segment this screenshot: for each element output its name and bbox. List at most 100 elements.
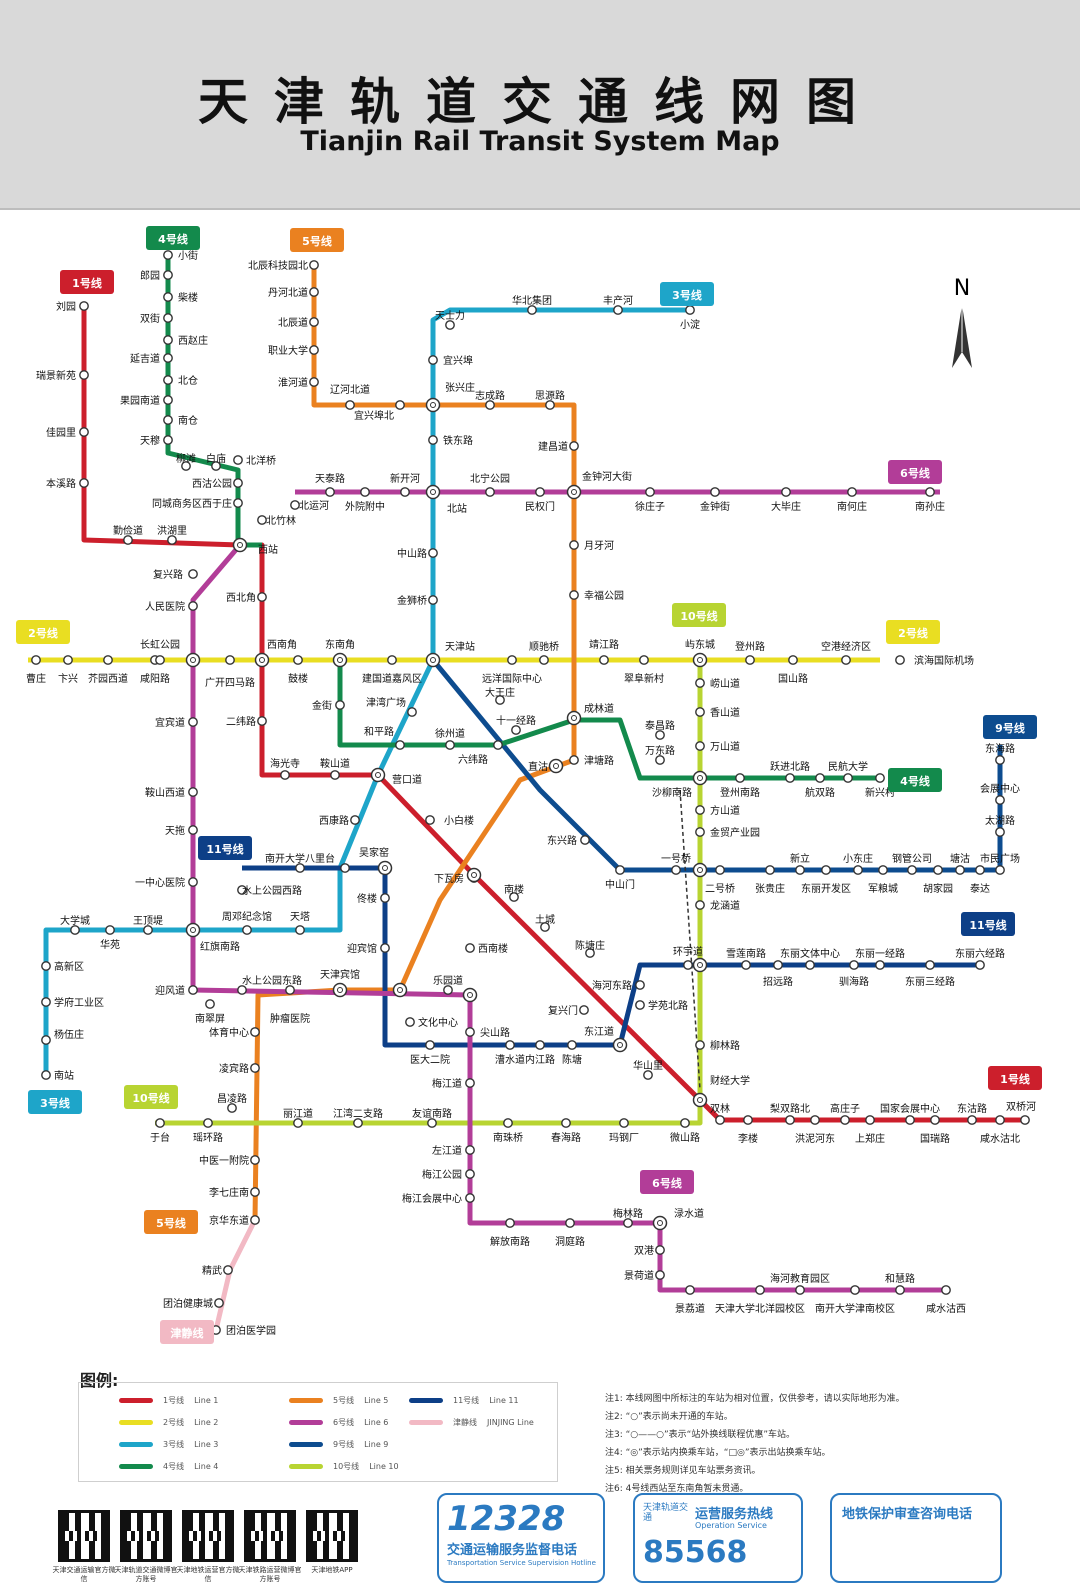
legend-label-en: Line 1 (194, 1396, 219, 1405)
station-marker (181, 461, 191, 471)
hotline-number: 85568 (643, 1535, 748, 1570)
station-label: 玛钢厂 (609, 1131, 639, 1144)
qr-code-icon[interactable] (244, 1510, 296, 1562)
station-label: 学苑北路 (648, 999, 688, 1012)
station-label: 金贸产业园 (710, 826, 760, 839)
interchange-marker (430, 402, 436, 408)
station-marker (290, 500, 300, 510)
station-marker (745, 655, 755, 665)
station-marker (428, 595, 438, 605)
line-badge (886, 620, 940, 644)
station-marker (930, 1115, 940, 1125)
station-marker (821, 865, 831, 875)
station-label: 迎风道 (155, 984, 185, 997)
station-label: 西赵庄 (178, 334, 208, 347)
station-label: 国家会展中心 (880, 1102, 940, 1115)
station-marker (309, 260, 319, 270)
station-label: 南开大学八里台 (265, 852, 335, 865)
line-badge-label: 11号线 (206, 842, 243, 856)
station-label: 招远路 (763, 975, 793, 988)
station-marker (878, 865, 888, 875)
interchange-marker (697, 775, 703, 781)
station-label: 军粮城 (868, 882, 898, 895)
station-marker (155, 1118, 165, 1128)
station-label: 佟楼 (357, 892, 377, 905)
station-label: 远洋国际中心 (482, 672, 542, 685)
line-10-route (155, 660, 703, 1126)
qr-code-icon[interactable] (306, 1510, 358, 1562)
station-label: 万山道 (710, 740, 740, 753)
station-marker (805, 960, 815, 970)
station-label: 凌宾路 (219, 1062, 249, 1075)
station-marker (875, 773, 885, 783)
notes: 注1: 本线网图中所标注的车站为相对位置，仅供参考，请以实际地形为准。 注2: … (605, 1390, 905, 1498)
station-label: 洪泥河东 (795, 1132, 835, 1145)
station-label: 曹庄 (26, 672, 46, 685)
station-label: 崂山道 (710, 677, 740, 690)
interchange-marker (657, 1220, 663, 1226)
station-marker (293, 655, 303, 665)
station-marker (280, 770, 290, 780)
line-badge (28, 1090, 82, 1114)
legend-label: 6号线 (333, 1418, 355, 1427)
line-badge-label: 5号线 (302, 234, 332, 248)
station-marker (635, 1000, 645, 1010)
station-label: 小东庄 (843, 852, 873, 865)
station-label: 北辰道 (278, 316, 308, 329)
station-label: 月牙河 (584, 540, 614, 552)
station-label: 人民医院 (145, 600, 185, 613)
station-label: 金钟河大街 (582, 470, 632, 483)
station-marker (250, 1027, 260, 1037)
station-label: 一号桥 (661, 853, 691, 865)
station-label: 南楼 (504, 883, 524, 896)
station-label: 红旗南路 (200, 940, 240, 953)
station-label: 微山路 (670, 1131, 700, 1144)
station-marker (580, 835, 590, 845)
station-marker (188, 601, 198, 611)
station-label: 塘沽 (950, 852, 970, 865)
legend-label: 4号线 (163, 1462, 185, 1471)
line-badge (961, 912, 1015, 936)
line-badge (144, 1210, 198, 1234)
map-title-zh: 天津轨道交通线网图 (198, 73, 882, 131)
station-label: 海河东路 (592, 979, 632, 992)
interchange-marker (566, 710, 582, 726)
station-label: 复兴门 (548, 1004, 578, 1017)
station-label: 卞兴 (58, 672, 78, 685)
station-marker (680, 1118, 690, 1128)
station-label: 鞍山道 (320, 757, 350, 770)
station-marker (710, 487, 720, 497)
station-label: 东丽开发区 (801, 882, 851, 895)
station-label: 刘园 (56, 301, 76, 313)
station-marker (309, 317, 319, 327)
station-marker (188, 825, 198, 835)
station-marker (163, 292, 173, 302)
legend-label-en: Line 10 (369, 1462, 399, 1471)
station-marker (41, 961, 51, 971)
station-label: 南开大学津南校区 (815, 1302, 895, 1315)
station-marker (163, 313, 173, 323)
interchange-marker (571, 489, 577, 495)
station-marker (250, 1187, 260, 1197)
station-label: 双港 (634, 1245, 654, 1257)
station-marker (599, 655, 609, 665)
line-badge-label: 2号线 (898, 626, 928, 640)
station-label: 华北集团 (512, 294, 552, 307)
station-marker (875, 960, 885, 970)
station-label: 长虹公园 (140, 639, 180, 651)
station-marker (257, 515, 267, 525)
qr-code-icon[interactable] (58, 1510, 110, 1562)
station-label: 幸福公园 (584, 589, 624, 602)
station-marker (643, 1070, 653, 1080)
station-label: 东丽一经路 (855, 947, 905, 960)
station-label: 漕水道 (495, 1053, 525, 1066)
station-markers[interactable] (31, 250, 1030, 1335)
qr-code-icon[interactable] (120, 1510, 172, 1562)
station-marker (293, 1118, 303, 1128)
qr-code-icon[interactable] (182, 1510, 234, 1562)
station-label: 宜兴埠 (443, 354, 473, 367)
